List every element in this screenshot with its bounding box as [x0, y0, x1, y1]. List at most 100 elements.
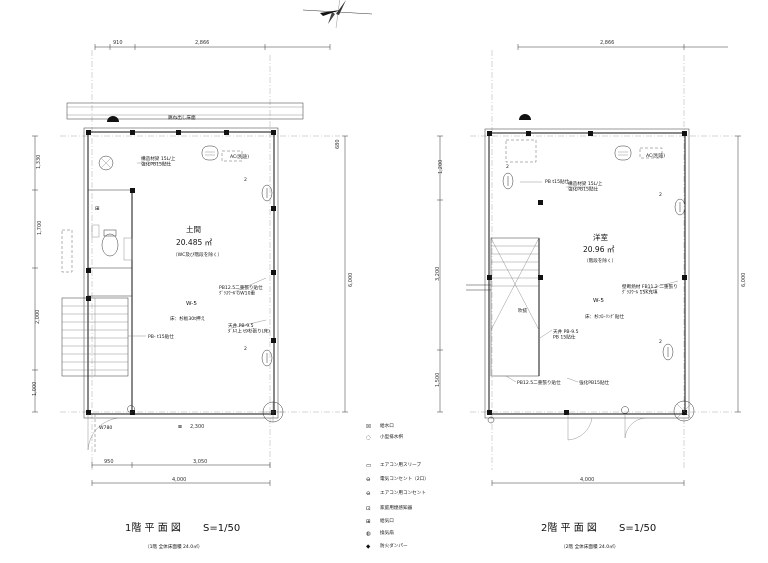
svg-text:2: 2 [244, 346, 247, 352]
plan2-room-area: 20.96 ㎡ [583, 245, 615, 254]
plan1-floor-1: 910 2,866 680 跳ね出し床面 [32, 40, 354, 550]
plan2-room-name: 洋室 [593, 232, 608, 242]
legend-symbol-air-inlet-icon: ⊞ [366, 519, 371, 525]
legend-item: ◍ 換気扇 [366, 529, 394, 537]
plan2-scale: S=1/50 [619, 523, 656, 534]
plan1-dim-bottom-1: 950 [104, 459, 114, 465]
plan2-title: 2階 平 面 図 [541, 522, 597, 534]
plan2-dim-right: 6,000 [741, 273, 747, 287]
svg-text:2: 2 [244, 177, 247, 183]
plan2-label-ac: AC(別途) [646, 152, 665, 159]
plan2-label-floor: 床：杉ﾌﾛｰﾘﾝｸﾞ貼仕 [585, 313, 624, 320]
plan2-label-wall-line1: 壁断熱材 FB11.2 二重張り [622, 283, 678, 290]
plan1-fire-damper-icon [107, 116, 119, 122]
plan2-label-pb: PB t15貼仕 [545, 178, 570, 185]
svg-text:⊠: ⊠ [178, 425, 182, 430]
plan1-label-floor: 床：杉板30t押え [170, 315, 206, 322]
legend-symbol-fire-damper-icon: ◆ [366, 544, 371, 550]
legend-item: ⊖ エアコン用コンセント [366, 490, 426, 497]
plan1-label-wall-line1: PB12.5二重張り貼仕 [219, 284, 263, 291]
plan1-dim-top-3: 680 [335, 139, 341, 149]
legend-label: 換気扇 [380, 529, 394, 536]
plan1-title: 1階 平 面 図 [125, 522, 181, 534]
plan1-dim-top-2: 2,866 [195, 40, 209, 46]
svg-text:⊞: ⊞ [95, 206, 100, 212]
plan2-floor-2: 2,866 AC(別途) [435, 40, 747, 550]
plan1-dim-left-2: 1,700 [37, 221, 43, 235]
plan2-label-beam-line1: 構造材梁 15L/上 [568, 180, 603, 187]
plan1-ac-sleeve-icon [201, 145, 219, 161]
plan2-ac-sleeve-icon [614, 145, 632, 161]
plan1-ventilation-fan-icon [98, 155, 114, 171]
plan2-label-ceiling-line1: 天井 PB-9.5 [553, 328, 579, 335]
legend-label: 家庭用煙感知器 [380, 504, 413, 511]
plan2-dim-left-2: 3,200 [435, 267, 441, 281]
plan1-dim-left-4: 1,000 [32, 382, 38, 396]
plan1-room-area: 20.485 ㎡ [176, 238, 213, 247]
plan1-dim-left-1: 1,330 [36, 155, 42, 169]
plan1-dim-bottom-3: 4,000 [172, 477, 186, 483]
plan1-label-door: W780 [99, 425, 112, 431]
plan1-label-stair: PB- t15貼仕 [148, 333, 174, 340]
plan1-label-eave: 跳ね出し床面 [168, 114, 196, 121]
plan1-outlet-icons: 2 2 [244, 177, 273, 367]
plan1-area-note: （1階 全体床面積 24.0㎡） [145, 543, 202, 550]
plan2-door [567, 414, 646, 441]
plan2-stairs [466, 237, 540, 377]
plan1-dim-bottom-2: 3,050 [193, 459, 207, 465]
legend-symbol-drain-icon: ◌ [366, 435, 371, 441]
plan2-label-stair: PB12.5二重張り貼仕 [517, 379, 561, 386]
plan1-window-code: W-5 [186, 301, 197, 307]
legend-symbol-smoke-detector-icon: ⊡ [366, 506, 371, 512]
plan2-label-beam: 構造材梁 15L/上 強化PB15貼仕 [568, 180, 604, 193]
plan1-label-ceiling-line1: 天井 PB-9.5 [228, 322, 254, 329]
legend-label: エアコン用コンセント [380, 490, 426, 496]
plan1-label-beam-line1: 構造材梁 15L/上 [141, 155, 176, 162]
plan2-label-wall: 壁断熱材 FB11.2 二重張り ｸﾞﾗｽｳｰﾙ 15K充填 [622, 283, 679, 296]
plan2-corner-fixture-icon [673, 400, 695, 422]
svg-text:2: 2 [659, 339, 662, 345]
plan2-label-lower: 強化PB15貼仕 [579, 379, 610, 386]
plan1-label-beam: 構造材梁 15L/上 強化PB15貼仕 [141, 155, 177, 168]
legend-item: ☒ 給水口 [366, 422, 394, 430]
plan1-columns [86, 130, 276, 415]
legend-label: 防火ダンパー [380, 542, 408, 549]
legend: ☒ 給水口 ◌ 小型排水桝 ▭ エアコン用スリーブ ⊖ 電気コンセント（2口） … [366, 422, 429, 550]
legend-label: エアコン用スリーブ [380, 461, 421, 468]
plan1-dim-left-3: 2,000 [35, 310, 41, 324]
legend-symbol-ac-sleeve-icon: ▭ [366, 463, 371, 469]
legend-item: ▭ エアコン用スリーブ [366, 461, 421, 469]
plan2-area-note: （2階 全体床面積 24.0㎡） [561, 543, 618, 550]
legend-item: ⊡ 家庭用煙感知器 [366, 504, 413, 512]
plan2-dim-top-1: 2,866 [600, 40, 614, 46]
plan2-label-wall-line2: ｸﾞﾗｽｳｰﾙ 15K充填 [622, 289, 658, 296]
plan2-room-note: （階段を除く） [584, 257, 616, 264]
plan1-label-ceiling: 天井 PB-9.5 ﾀﾞﾙﾏ上 t9杉張り(床) [228, 322, 270, 335]
plan1-dim-top-1: 910 [113, 40, 123, 46]
plan1-dim-door: 2,300 [190, 424, 204, 430]
legend-label: 給気口 [380, 517, 394, 524]
legend-label: 給水口 [380, 422, 394, 429]
plan1-door [87, 414, 119, 452]
legend-item: ◆ 防火ダンパー [366, 542, 408, 550]
svg-text:2: 2 [506, 164, 509, 170]
plan1-label-ceiling-line2: ﾀﾞﾙﾏ上 t9杉張り(床) [228, 328, 270, 335]
legend-label: 小型排水桝 [380, 433, 403, 440]
plan2-dim-left-1: 1,200 [438, 160, 444, 174]
plan1-label-wall-line2: ｸﾞﾗｽｳｰﾙ GW10重 [219, 290, 255, 297]
plan2-columns [487, 131, 687, 415]
plan1-label-beam-line2: 強化PB15貼仕 [141, 161, 172, 168]
plan1-label-ac: AC(別途) [230, 153, 249, 160]
plan2-label-ceiling-line2: PB 15貼仕 [553, 334, 576, 341]
plan2-dim-bottom-1: 4,000 [580, 477, 594, 483]
north-arrow-icon [302, 0, 373, 29]
plan1-room-name: 土間 [186, 224, 201, 234]
plan1-room-note: （WC及び階段を除く） [173, 251, 222, 258]
legend-symbol-outlet-icon: ⊖ [366, 477, 371, 483]
plan2-label-ceiling: 天井 PB-9.5 PB 15貼仕 [553, 328, 580, 341]
legend-item: ⊖ 電気コンセント（2口） [366, 475, 429, 483]
svg-text:2: 2 [659, 192, 662, 198]
plan2-outlet-icons: 2 2 2 [502, 164, 686, 361]
legend-symbol-ac-outlet-icon: ⊖ [366, 491, 371, 497]
